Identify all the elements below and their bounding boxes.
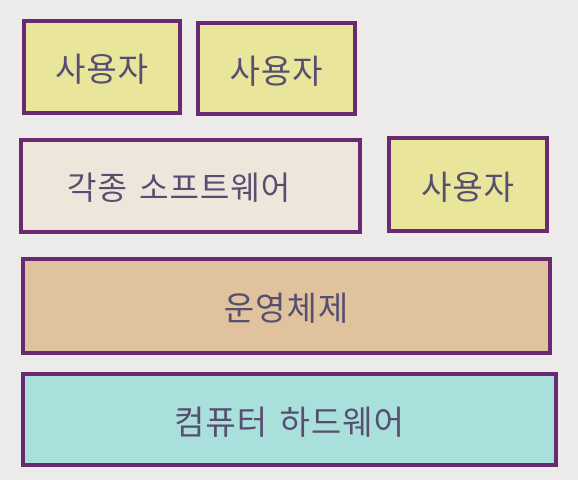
user-label: 사용자 xyxy=(420,167,516,207)
user-label: 사용자 xyxy=(54,50,150,89)
user-box: 사용자 xyxy=(22,19,182,115)
operating-system-layer-box: 운영체제 xyxy=(21,257,552,355)
hardware-label: 컴퓨터 하드웨어 xyxy=(173,402,405,442)
software-layer-label: 각종 소프트웨어 xyxy=(67,169,292,207)
operating-system-label: 운영체제 xyxy=(223,289,350,328)
user-label: 사용자 xyxy=(229,51,324,91)
hardware-layer-box: 컴퓨터 하드웨어 xyxy=(21,372,558,467)
software-layer-box: 각종 소프트웨어 xyxy=(19,138,362,234)
user-box: 사용자 xyxy=(387,136,549,233)
user-box: 사용자 xyxy=(196,21,357,116)
